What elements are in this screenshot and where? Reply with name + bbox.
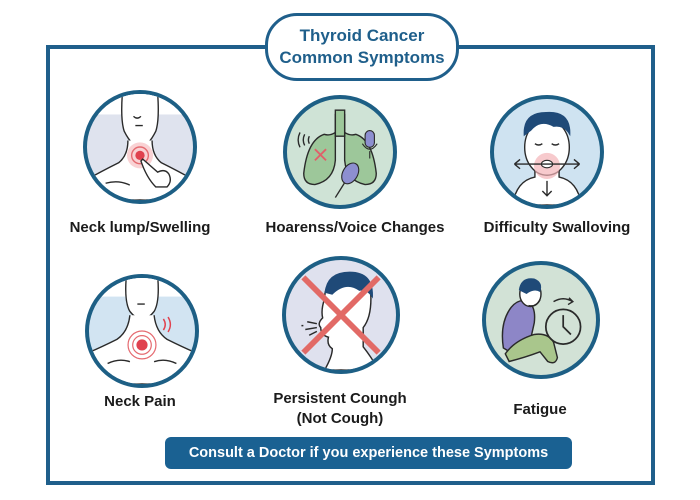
symptom-label-fatigue: Fatigue (513, 401, 567, 418)
cough-crossed-icon (282, 256, 400, 374)
symptom-label-hoarseness: Hoarenss/Voice Changes (265, 219, 445, 236)
symptom-label-neck-pain: Neck Pain (104, 393, 176, 410)
neck-pain-icon (85, 274, 199, 388)
neck-lump-icon (83, 90, 197, 204)
title-line-2: Common Symptoms (279, 48, 445, 67)
consult-doctor-banner: Consult a Doctor if you experience these… (165, 437, 572, 469)
swallowing-face-icon (490, 95, 604, 209)
symptom-label-difficulty-swallowing: Difficulty Swalloving (483, 219, 631, 236)
symptom-label-line-2: (Not Cough) (296, 410, 384, 427)
fatigue-clock-icon (482, 261, 600, 379)
lungs-voice-icon (283, 95, 397, 209)
title-badge: Thyroid Cancer Common Symptoms (265, 13, 459, 81)
symptom-label-neck-lump: Neck lump/Swelling (69, 219, 211, 236)
symptom-label-line-1: Persistent Coungh (273, 390, 407, 407)
symptom-label-persistent-cough: Persistent Coungh (Not Cough) (230, 389, 450, 429)
title-line-1: Thyroid Cancer (299, 26, 425, 45)
